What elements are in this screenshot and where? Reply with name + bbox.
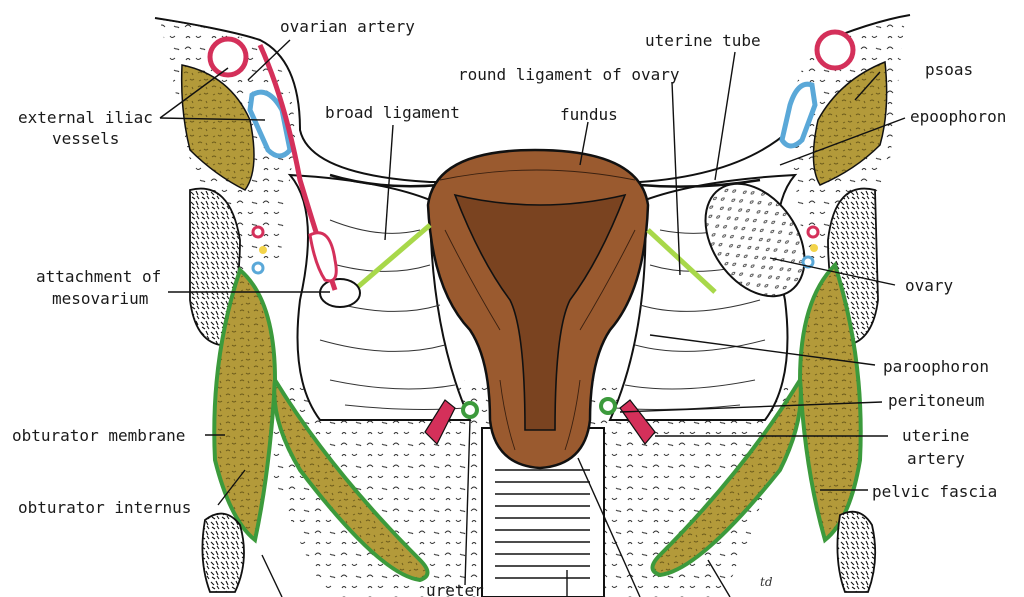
vessel-small-red-left	[251, 225, 265, 239]
uterine-tube-left	[329, 173, 441, 188]
uterine-tube-right	[639, 178, 761, 188]
ovary-right	[704, 182, 806, 298]
levator-ani-right	[650, 374, 803, 578]
ischium-right	[836, 510, 877, 593]
vessel-small-yellow-left	[259, 246, 267, 254]
uterus-texture	[439, 169, 636, 451]
external-iliac-artery-right	[814, 29, 856, 71]
label-pelvic-fascia: pelvic fascia	[872, 482, 997, 501]
vessel-small-blue-left	[251, 261, 265, 275]
external-iliac-vein-left	[247, 89, 293, 159]
label-obturator-internus: obturator internus	[18, 498, 191, 517]
uterine-artery-left	[424, 399, 456, 446]
ovarian-vessels-loop	[308, 231, 338, 283]
label-attachment-2: mesovarium	[52, 289, 148, 308]
vessel-small-red-right	[806, 225, 820, 239]
ovary-left-stump	[319, 278, 361, 308]
vaginal-rugae	[495, 469, 590, 579]
label-epoophoron: epoophoron	[910, 107, 1006, 126]
vessel-small-yellow-right	[810, 244, 818, 252]
label-uterine-artery-1: uterine	[902, 426, 969, 445]
label-psoas: psoas	[925, 60, 973, 79]
label-fundus: fundus	[560, 105, 618, 124]
levator-ani-left	[272, 374, 430, 583]
label-obturator-membrane: obturator membrane	[12, 426, 185, 445]
label-round-ligament: round ligament of ovary	[458, 65, 680, 84]
label-paroophoron: paroophoron	[883, 357, 989, 376]
obturator-internus-right	[797, 261, 863, 544]
psoas-right	[812, 60, 888, 186]
ureter-left	[461, 401, 479, 419]
psoas-left	[180, 64, 255, 191]
label-external-iliac-2: vessels	[52, 129, 119, 148]
round-ligament-right	[646, 228, 717, 294]
uterine-cavity	[453, 193, 627, 431]
ureter-right	[599, 397, 617, 415]
round-ligament-left	[343, 223, 432, 300]
label-uterine-artery-2: artery	[907, 449, 965, 468]
label-ovarian-artery: ovarian artery	[280, 17, 415, 36]
ischium-left	[201, 512, 245, 593]
external-iliac-artery-left	[207, 36, 249, 78]
external-iliac-vein-right	[779, 81, 818, 149]
artist-signature: td	[760, 575, 773, 589]
label-uterine-tube: uterine tube	[645, 31, 761, 50]
leader-lines	[159, 39, 906, 597]
label-peritoneum: peritoneum	[888, 391, 984, 410]
label-ureter: ureter	[426, 581, 484, 597]
obturator-internus-left	[212, 266, 278, 544]
label-broad-ligament: broad ligament	[325, 103, 460, 122]
vessel-small-blue-right	[801, 255, 815, 269]
label-attachment-1: attachment of	[36, 267, 161, 286]
label-external-iliac-1: external iliac	[18, 108, 153, 127]
label-ovary: ovary	[905, 276, 954, 295]
